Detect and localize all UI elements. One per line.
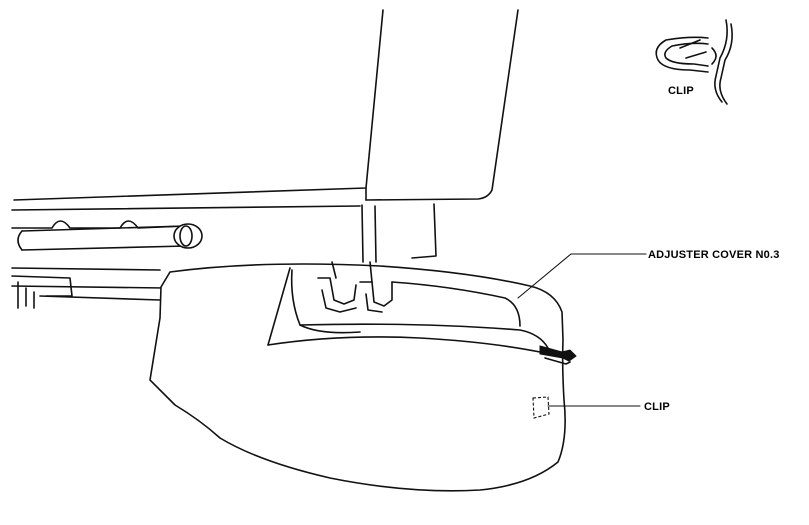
adjuster-cover-label: ADJUSTER COVER N0.3 — [648, 249, 780, 261]
clip-inset-illustration — [655, 19, 733, 105]
adjuster-cover — [149, 261, 566, 492]
clip-callout-label: CLIP — [644, 401, 670, 413]
seat-body — [13, 9, 519, 201]
hidden-clip — [532, 396, 550, 419]
removal-arrow — [539, 345, 577, 365]
leader-lines — [517, 253, 647, 407]
seat-frame — [11, 203, 437, 309]
clip-inset-label: CLIP — [668, 85, 694, 97]
